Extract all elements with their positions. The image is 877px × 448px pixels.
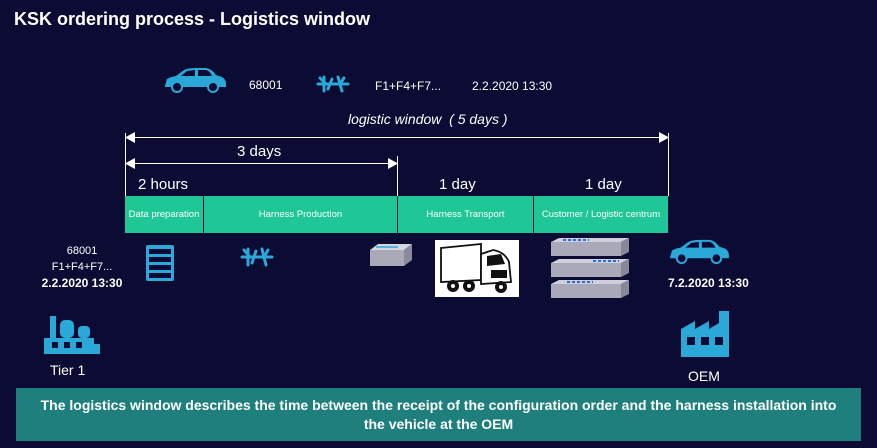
- order-config: F1+F4+F7...: [375, 79, 442, 93]
- wire-harness-icon: [316, 75, 350, 93]
- phase-divider: [397, 196, 398, 233]
- tier1-factory-icon: [44, 316, 100, 354]
- duration-customer: 1 day: [585, 176, 622, 193]
- phase-customer-logistic: Customer / Logistic centrum: [541, 208, 661, 220]
- phase-harness-production: Harness Production: [258, 208, 343, 220]
- duration-two-hours: 2 hours: [138, 176, 189, 193]
- car-icon: [165, 68, 226, 93]
- phase-divider: [203, 196, 204, 233]
- wire-harness-icon: [240, 247, 274, 267]
- server-icon: [146, 245, 174, 281]
- logistic-window-label: logistic window ( 5 days ): [348, 111, 508, 127]
- arrowhead-right-icon: [659, 132, 669, 143]
- tier1-order-timestamp: 2.2.2020 13:30: [41, 276, 123, 290]
- marker-end: [668, 133, 669, 196]
- tier1-label: Tier 1: [50, 362, 86, 378]
- tier1-order-info: 68001 F1+F4+F7... 2.2.2020 13:30: [24, 243, 140, 291]
- three-days-arrow: [128, 163, 394, 164]
- marker-start: [125, 133, 126, 196]
- tier1-order-number: 68001: [66, 245, 98, 257]
- factory-icon: [681, 311, 729, 357]
- duration-transport: 1 day: [439, 176, 476, 193]
- logistic-window-arrow: [128, 137, 665, 138]
- tier1-order-config: F1+F4+F7...: [51, 261, 113, 273]
- box-icon: [370, 244, 412, 266]
- phase-bar: Data preparation Harness Production Harn…: [125, 196, 668, 233]
- duration-three-days: 3 days: [237, 143, 282, 160]
- phase-harness-transport: Harness Transport: [426, 208, 505, 220]
- shelf-icon: [551, 238, 629, 298]
- order-timestamp: 2.2.2020 13:30: [472, 79, 553, 93]
- page-title: KSK ordering process - Logistics window: [14, 9, 371, 29]
- arrowhead-left-icon: [125, 158, 135, 169]
- description-banner: The logistics window describes the time …: [16, 388, 861, 441]
- truck-icon: [435, 240, 519, 297]
- marker-three-days: [397, 156, 398, 196]
- phase-data-preparation: Data preparation: [128, 208, 200, 220]
- phase-divider: [533, 196, 534, 233]
- oem-timestamp: 7.2.2020 13:30: [668, 276, 749, 290]
- oem-label: OEM: [688, 368, 720, 384]
- arrowhead-right-icon: [388, 158, 398, 169]
- car-icon: [670, 239, 729, 265]
- order-number: 68001: [249, 78, 283, 92]
- arrowhead-left-icon: [125, 132, 135, 143]
